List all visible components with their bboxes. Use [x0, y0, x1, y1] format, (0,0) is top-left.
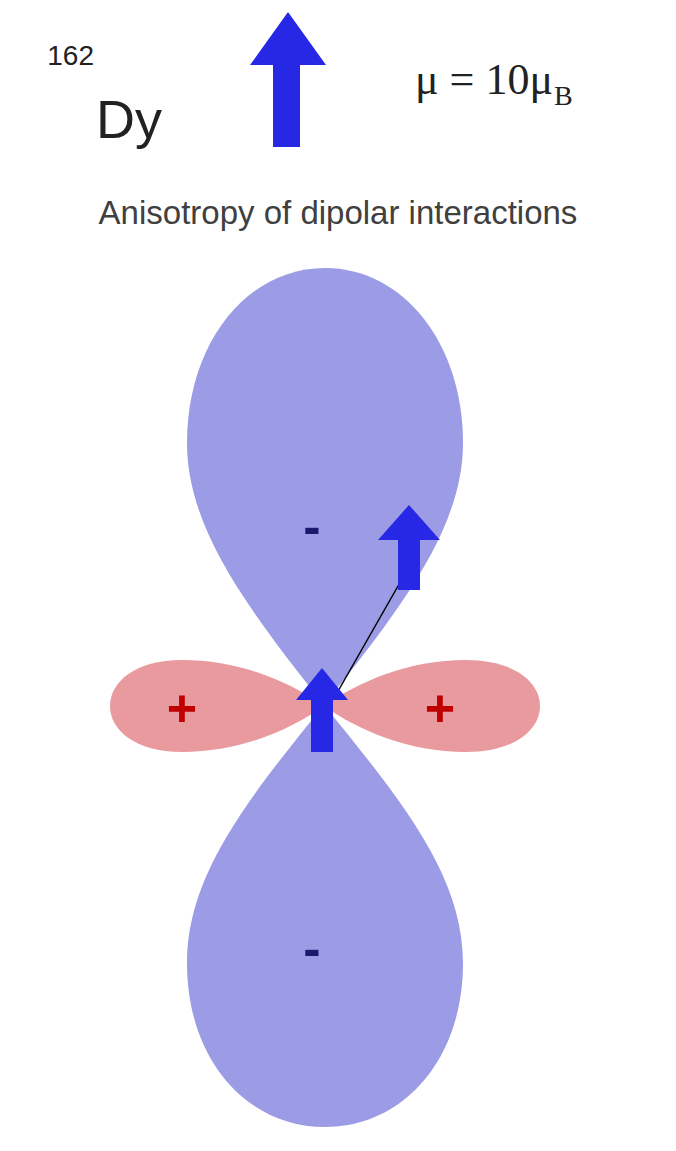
magnetic-moment: μ = 10μ	[415, 58, 553, 102]
sign-label: -	[303, 922, 320, 974]
interaction-lobe: +	[110, 660, 324, 752]
lobe-fill	[324, 660, 540, 752]
arrow-head	[296, 668, 348, 700]
sign-label: +	[167, 682, 197, 734]
arrow-shaft	[398, 539, 420, 590]
interaction-lobe: -	[187, 705, 463, 1127]
arrow-head	[250, 12, 326, 65]
sign-label: -	[303, 500, 320, 552]
lobe-outline	[110, 660, 324, 752]
mass-number: 162	[47, 42, 94, 70]
figure-title: Anisotropy of dipolar interactions	[99, 196, 578, 229]
subscript: B	[554, 82, 573, 110]
dipole-arrow	[296, 668, 348, 752]
separation-line	[333, 572, 406, 700]
arrow-head	[378, 505, 440, 540]
dipole-arrow	[378, 505, 440, 590]
lobe-fill	[110, 660, 324, 752]
interaction-lobe: -	[187, 268, 463, 705]
sign-label: +	[425, 682, 455, 734]
lobe-outline	[187, 268, 463, 705]
arrow-shaft	[311, 699, 333, 752]
spin-arrow	[250, 12, 326, 147]
lobe-fill	[187, 268, 463, 705]
arrow-shaft	[273, 64, 300, 147]
lobe-fill	[187, 705, 463, 1127]
element-symbol: Dy	[96, 92, 162, 146]
lobe-outline	[187, 705, 463, 1127]
interaction-lobe: +	[324, 660, 540, 752]
